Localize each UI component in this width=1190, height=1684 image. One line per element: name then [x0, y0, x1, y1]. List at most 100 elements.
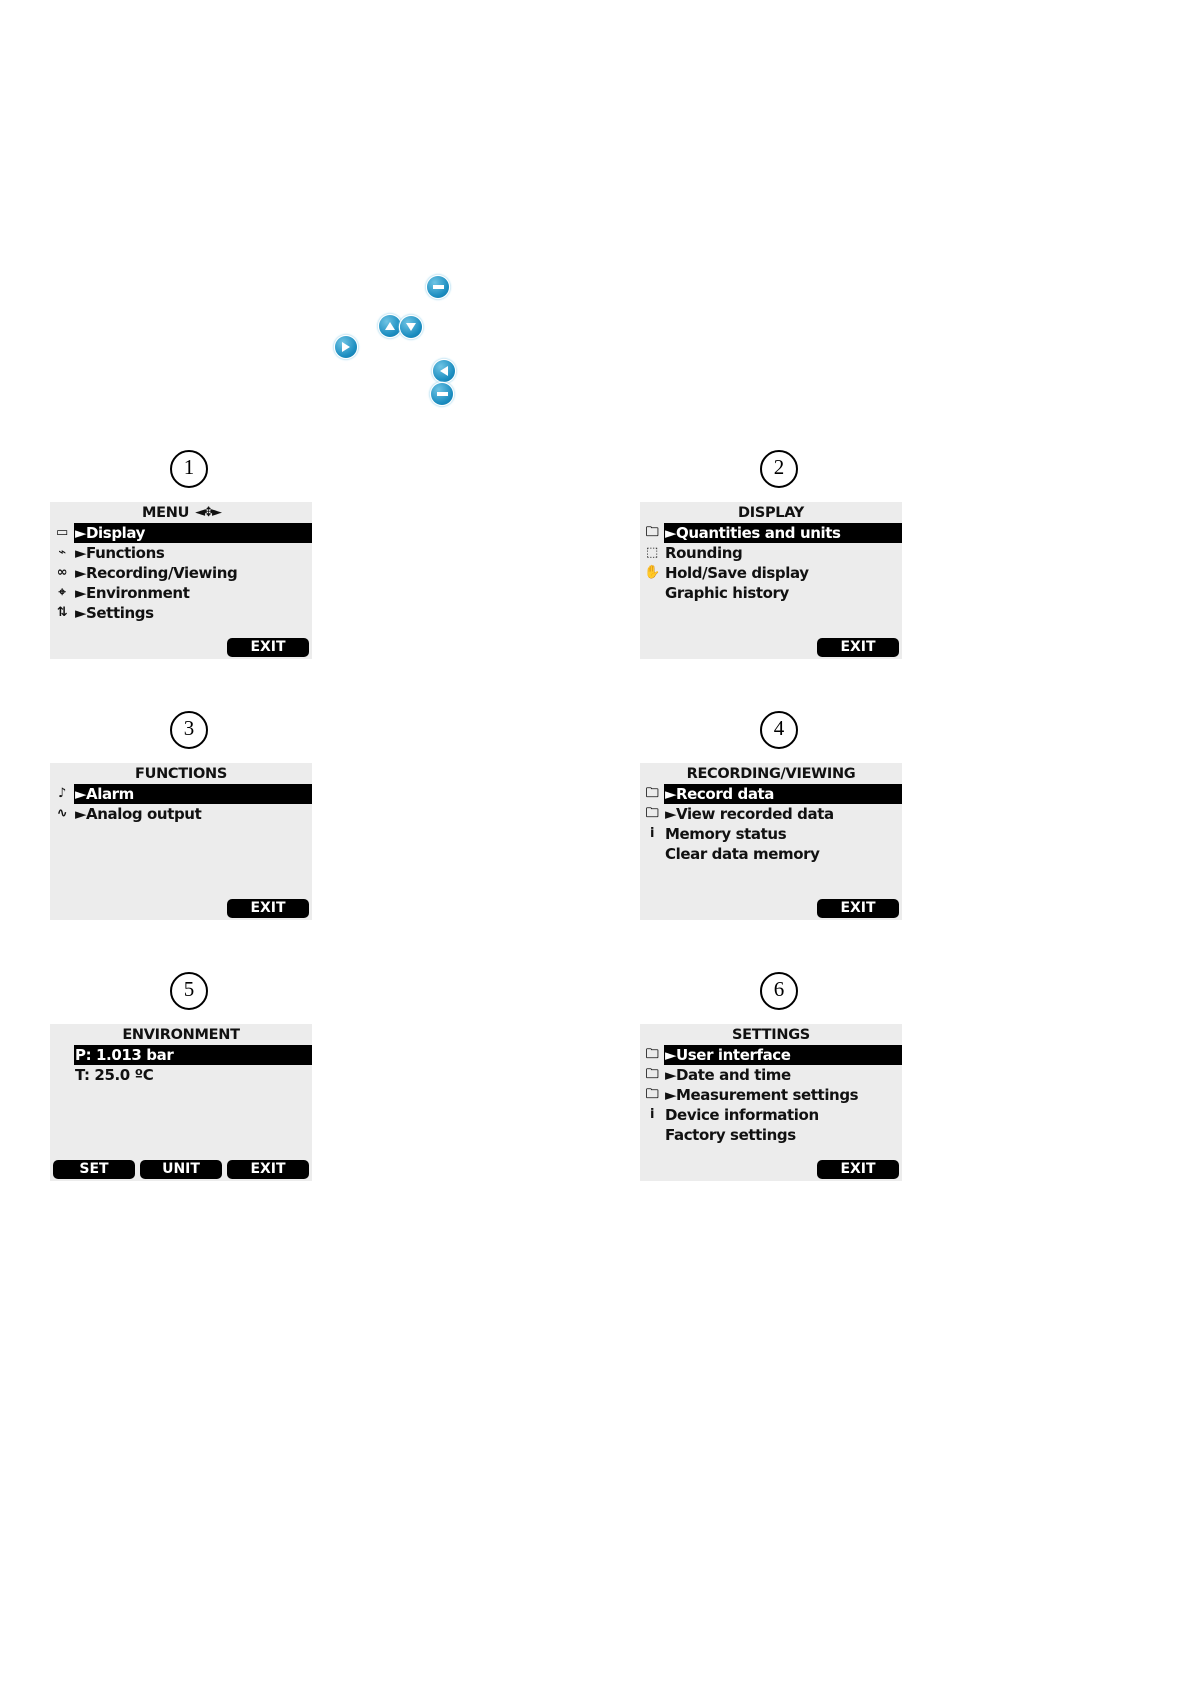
- lcd-title: RECORDING/VIEWING: [686, 766, 856, 782]
- lcd-title: FUNCTIONS: [135, 766, 227, 782]
- waveform-icon: ∿: [56, 806, 68, 821]
- menu-item-label: ►Display: [75, 524, 146, 542]
- softkey-exit-button[interactable]: EXIT: [817, 638, 899, 657]
- menu-item[interactable]: 🗀►Record data: [640, 784, 902, 804]
- submenu-arrow-icon: ►: [665, 1046, 677, 1064]
- recording-reel-icon: ∞: [56, 565, 68, 580]
- lcd-menu-list: P: 1.013 bar T: 25.0 ºC: [50, 1045, 312, 1085]
- menu-item[interactable]: ⇅►Settings: [50, 603, 312, 623]
- softkey-unit-button[interactable]: UNIT: [140, 1160, 222, 1179]
- left-arrow-key-icon: [433, 360, 455, 382]
- menu-item-label: Graphic history: [665, 584, 789, 602]
- lcd-menu-list: 🗀►User interface🗀►Date and time🗀►Measure…: [640, 1045, 902, 1145]
- probe-icon: ⌁: [58, 545, 66, 560]
- menu-item[interactable]: ⬚ Rounding: [640, 543, 902, 563]
- callout-number-2: 2: [760, 450, 798, 488]
- softkey-exit-button[interactable]: EXIT: [227, 638, 309, 657]
- dotted-box-icon: ⬚: [646, 545, 658, 560]
- lcd-title: ENVIRONMENT: [122, 1027, 240, 1043]
- menu-item[interactable]: Clear data memory: [640, 844, 902, 864]
- menu-item[interactable]: ✋Hold/Save display: [640, 563, 902, 583]
- lcd-menu-list: ♪ ►Alarm∿►Analog output: [50, 784, 312, 824]
- menu-item-label: ►Record data: [665, 785, 775, 803]
- exit-key-icon: [427, 276, 449, 298]
- menu-item-label: ►Quantities and units: [665, 524, 841, 542]
- environment-probe-icon: ⌖: [58, 585, 66, 600]
- menu-item[interactable]: i Device information: [640, 1105, 902, 1125]
- lcd-title: DISPLAY: [738, 505, 804, 521]
- folder-icon: 🗀: [645, 806, 659, 821]
- lcd-screen-environment: ENVIRONMENT P: 1.013 bar T: 25.0 ºC SET UNIT…: [50, 1024, 312, 1181]
- submenu-arrow-icon: ►: [75, 524, 87, 542]
- softkey-exit-button[interactable]: EXIT: [817, 1160, 899, 1179]
- folder-icon: 🗀: [645, 525, 659, 540]
- submenu-arrow-icon: ►: [665, 1086, 677, 1104]
- menu-item[interactable]: T: 25.0 ºC: [50, 1065, 312, 1085]
- left-arrow-key-icon-glyph: [440, 366, 448, 376]
- menu-item[interactable]: Graphic history: [640, 583, 902, 603]
- callout-number-6: 6: [760, 972, 798, 1010]
- submenu-arrow-icon: ►: [75, 785, 87, 803]
- menu-item-label: ►Environment: [75, 584, 190, 602]
- lcd-screen-display: DISPLAY 🗀 ►Quantities and units ⬚ Rounding✋H…: [640, 502, 902, 659]
- folder-icon: 🗀: [645, 1067, 659, 1082]
- menu-item-label: Hold/Save display: [665, 564, 809, 582]
- alarm-note-icon: ♪: [58, 786, 66, 801]
- menu-item[interactable]: 🗀 ►View recorded data: [640, 804, 902, 824]
- menu-item-label: ►Date and time: [665, 1066, 791, 1084]
- down-arrow-key-icon-glyph: [406, 323, 416, 331]
- menu-item-label: ►Settings: [75, 604, 154, 622]
- menu-item[interactable]: ♪ ►Alarm: [50, 784, 312, 804]
- menu-item[interactable]: ⌖ ►Environment: [50, 583, 312, 603]
- submenu-arrow-icon: ►: [665, 524, 677, 542]
- up-arrow-key-icon: [379, 315, 401, 337]
- submenu-arrow-icon: ►: [665, 805, 677, 823]
- callout-number-1: 1: [170, 450, 208, 488]
- menu-item[interactable]: 🗀►Measurement settings: [640, 1085, 902, 1105]
- menu-item-label: T: 25.0 ºC: [75, 1066, 154, 1084]
- menu-item-label: Device information: [665, 1106, 819, 1124]
- menu-item[interactable]: P: 1.013 bar: [50, 1045, 312, 1065]
- menu-item[interactable]: ∿►Analog output: [50, 804, 312, 824]
- softkey-bar: EXIT: [640, 638, 902, 657]
- menu-item[interactable]: ▭►Display: [50, 523, 312, 543]
- right-arrow-key-icon-glyph: [342, 342, 350, 352]
- submenu-arrow-icon: ►: [665, 785, 677, 803]
- menu-item[interactable]: 🗀 ►Date and time: [640, 1065, 902, 1085]
- menu-item[interactable]: ⌁►Functions: [50, 543, 312, 563]
- folder-icon: 🗀: [645, 1087, 659, 1102]
- submenu-arrow-icon: ►: [75, 564, 87, 582]
- menu-item-label: ►Alarm: [75, 785, 134, 803]
- menu-item-label: ►View recorded data: [665, 805, 834, 823]
- softkey-bar: EXIT: [640, 899, 902, 918]
- info-icon: i: [649, 1107, 655, 1122]
- submenu-arrow-icon: ►: [75, 544, 87, 562]
- menu-item-label: P: 1.013 bar: [75, 1046, 174, 1064]
- menu-item-label: ►User interface: [665, 1046, 791, 1064]
- navigation-key-callouts: [0, 0, 1190, 470]
- lcd-menu-list: 🗀 ►Quantities and units ⬚ Rounding✋Hold/Sav…: [640, 523, 902, 603]
- softkey-exit-button[interactable]: EXIT: [817, 899, 899, 918]
- menu-item[interactable]: Factory settings: [640, 1125, 902, 1145]
- menu-item[interactable]: 🗀 ►Quantities and units: [640, 523, 902, 543]
- softkey-exit-button[interactable]: EXIT: [227, 1160, 309, 1179]
- menu-item[interactable]: 🗀►User interface: [640, 1045, 902, 1065]
- softkey-set-button[interactable]: SET: [53, 1160, 135, 1179]
- exit-key-icon-glyph: [432, 285, 444, 289]
- menu-item-label: Rounding: [665, 544, 743, 562]
- submenu-arrow-icon: ►: [75, 604, 87, 622]
- lcd-screen-menu: MENU◄✥►▭►Display⌁►Functions∞►Recording/V…: [50, 502, 312, 659]
- softkey-exit-button[interactable]: EXIT: [227, 899, 309, 918]
- callout-number-5: 5: [170, 972, 208, 1010]
- menu-item-label: Factory settings: [665, 1126, 796, 1144]
- softkey-bar: EXIT: [640, 1160, 902, 1179]
- menu-item[interactable]: ∞►Recording/Viewing: [50, 563, 312, 583]
